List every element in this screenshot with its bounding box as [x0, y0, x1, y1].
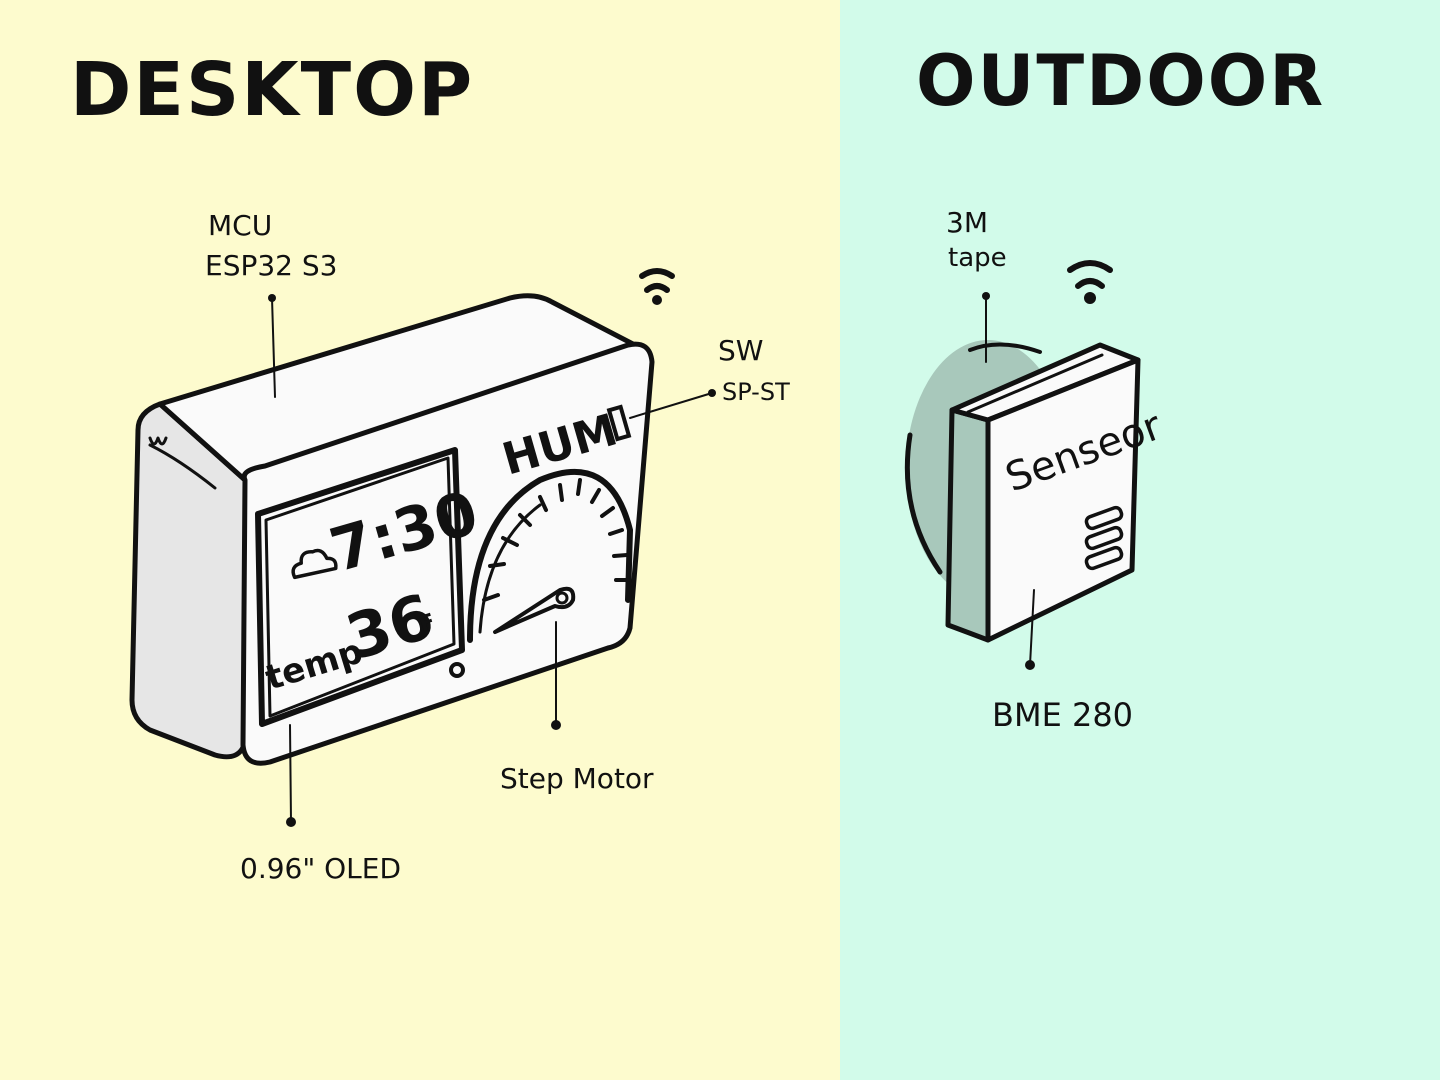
switch-label-line2: SP-ST: [722, 378, 790, 406]
outdoor-title: OUTDOOR: [916, 40, 1325, 122]
sensor-side: [948, 410, 988, 640]
chip-label: BME 280: [992, 696, 1133, 734]
mcu-label-line2: ESP32 S3: [205, 249, 337, 282]
desktop-title: DESKTOP: [70, 47, 474, 133]
outdoor-drawing: OUTDOOR Senseor 3M tape: [840, 0, 1440, 1080]
motor-label: Step Motor: [500, 762, 654, 795]
desktop-panel: DESKTOP 7:30 temp 36 F HUM: [0, 0, 840, 1080]
desktop-drawing: DESKTOP 7:30 temp 36 F HUM: [0, 0, 840, 1080]
tape-label-line1: 3M: [946, 206, 988, 239]
switch-label-line1: SW: [718, 334, 763, 367]
tape-label-line2: tape: [948, 243, 1007, 273]
device-button-dot: [451, 664, 463, 676]
oled-label: 0.96" OLED: [240, 852, 401, 885]
mcu-label-line1: MCU: [208, 209, 272, 242]
outdoor-panel: OUTDOOR Senseor 3M tape: [840, 0, 1440, 1080]
gauge-hub: [557, 593, 567, 603]
